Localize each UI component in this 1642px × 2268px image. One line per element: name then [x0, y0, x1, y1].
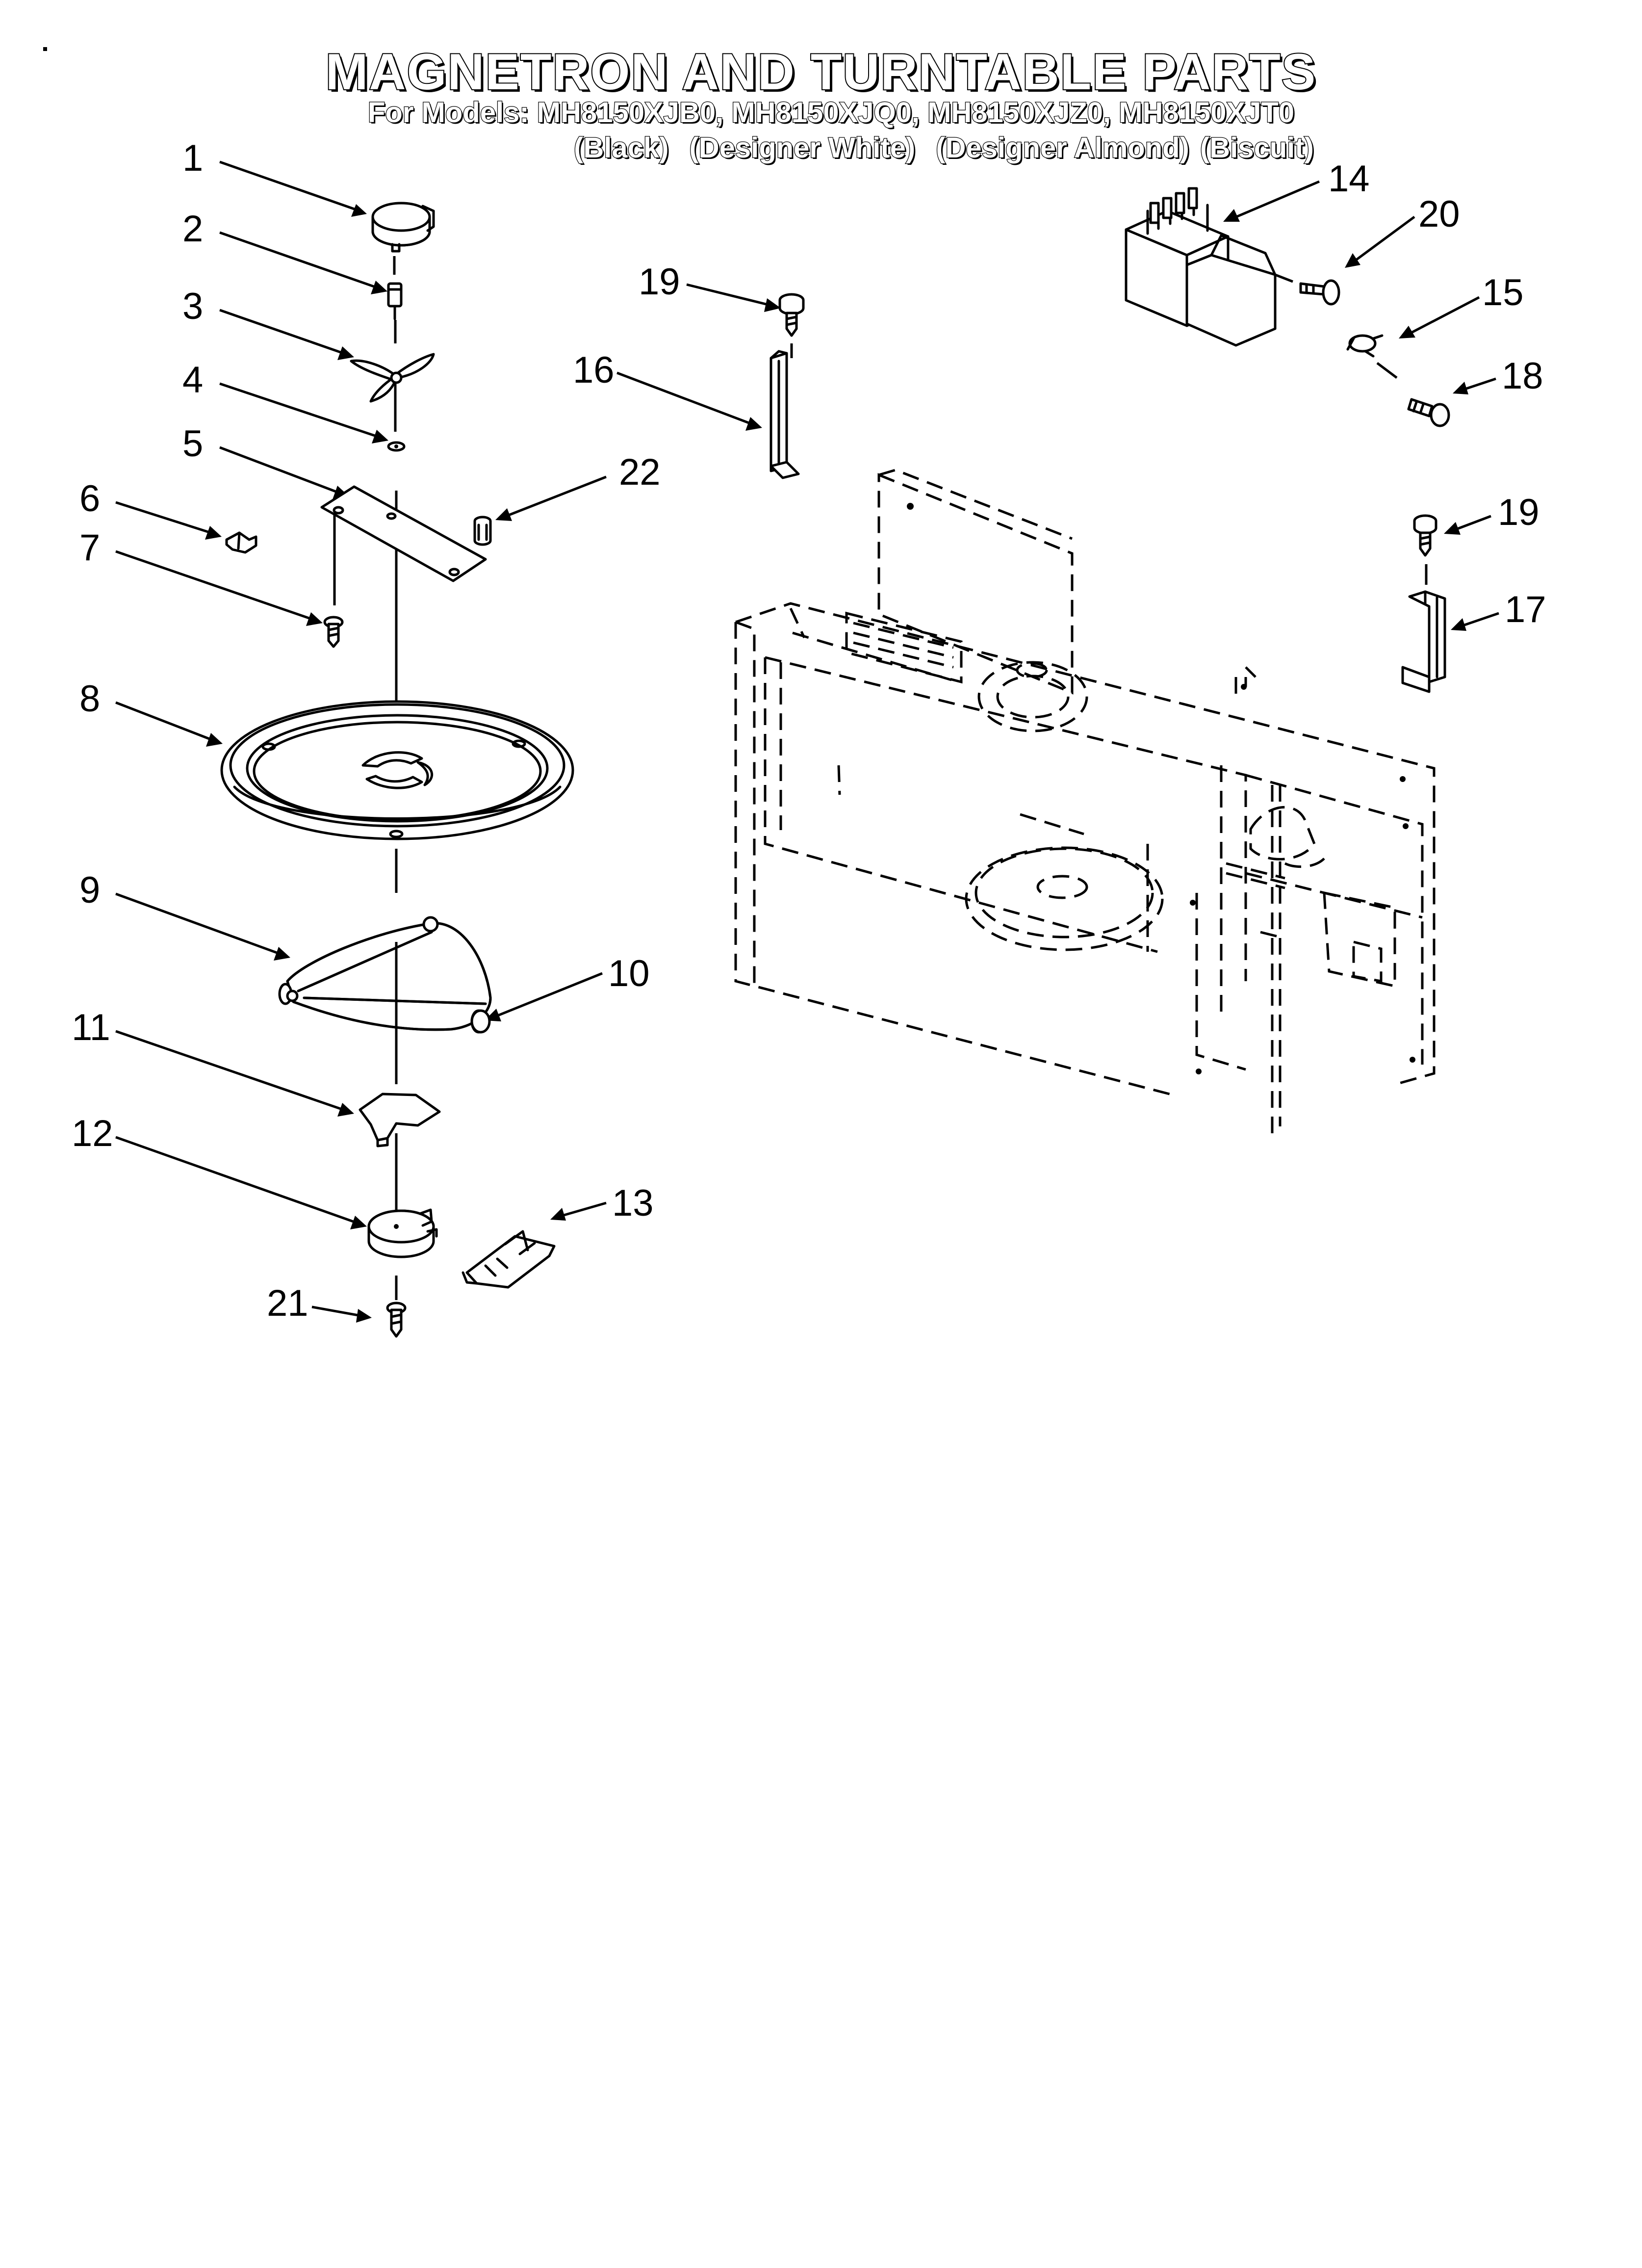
part-15-thermal-cutout: [1346, 334, 1398, 379]
callout-6: 6: [79, 478, 100, 520]
part-6-clip: [225, 531, 257, 554]
callout-10: 10: [608, 953, 650, 994]
microwave-cavity-outline: [734, 469, 1436, 1138]
callout-9: 9: [79, 869, 100, 911]
callout-8: 8: [79, 678, 100, 720]
part-1-stirrer-motor: [371, 202, 435, 253]
part-19-screw-top: [778, 293, 805, 358]
callout-16: 16: [573, 349, 615, 391]
callout-20: 20: [1418, 193, 1460, 235]
callout-15: 15: [1482, 272, 1524, 313]
part-17-bracket: [1401, 590, 1446, 693]
callout-19-top: 19: [639, 261, 680, 303]
part-5-cover-plate: [320, 485, 487, 582]
callout-14: 14: [1328, 158, 1370, 200]
part-13-switch-bracket: [462, 1230, 556, 1289]
part-18-screw: [1407, 398, 1450, 427]
leader-lines: [115, 160, 1499, 1323]
part-3-stirrer-blade: [350, 353, 435, 403]
part-8-turntable-tray: [220, 700, 574, 840]
color-variants: (Black) (Designer White) (Designer Almond)…: [573, 131, 1315, 165]
callout-2: 2: [182, 208, 203, 250]
callout-13: 13: [612, 1182, 654, 1224]
color-black: (Black): [573, 131, 669, 165]
callout-1: 1: [182, 137, 203, 179]
callout-21: 21: [267, 1282, 308, 1324]
part-16-bracket: [770, 350, 800, 479]
callout-5: 5: [182, 423, 203, 465]
callout-4: 4: [182, 359, 203, 401]
models-line: For Models: MH8150XJB0, MH8150XJQ0, MH81…: [367, 96, 1295, 130]
callout-18: 18: [1502, 355, 1543, 397]
callout-11: 11: [72, 1007, 110, 1048]
page-title: MAGNETRON AND TURNTABLE PARTS: [325, 43, 1317, 102]
color-biscuit: (Biscuit): [1200, 131, 1315, 165]
color-designer-almond: (Designer Almond): [935, 131, 1190, 165]
part-4-washer: [387, 441, 406, 452]
part-12-turntable-motor: [367, 1208, 438, 1258]
callout-19-right: 19: [1498, 492, 1539, 533]
part-14-transformer: [1125, 187, 1277, 347]
part-10-roller: [470, 1009, 491, 1034]
callout-17: 17: [1505, 589, 1546, 630]
part-7-screw: [323, 616, 344, 648]
callout-3: 3: [182, 286, 203, 327]
part-2-coupler: [387, 282, 403, 320]
part-19-screw-right: [1413, 514, 1437, 585]
callout-7: 7: [79, 527, 100, 569]
part-22-spacer: [473, 516, 492, 546]
color-designer-white: (Designer White): [689, 131, 916, 165]
part-20-screw: [1275, 273, 1340, 306]
part-9-roller-ring: [278, 916, 492, 1034]
callout-22: 22: [619, 451, 661, 493]
scan-mark: [43, 47, 47, 51]
part-11-hub: [359, 1093, 441, 1147]
part-21-screw: [386, 1302, 407, 1338]
callout-12: 12: [72, 1113, 113, 1154]
